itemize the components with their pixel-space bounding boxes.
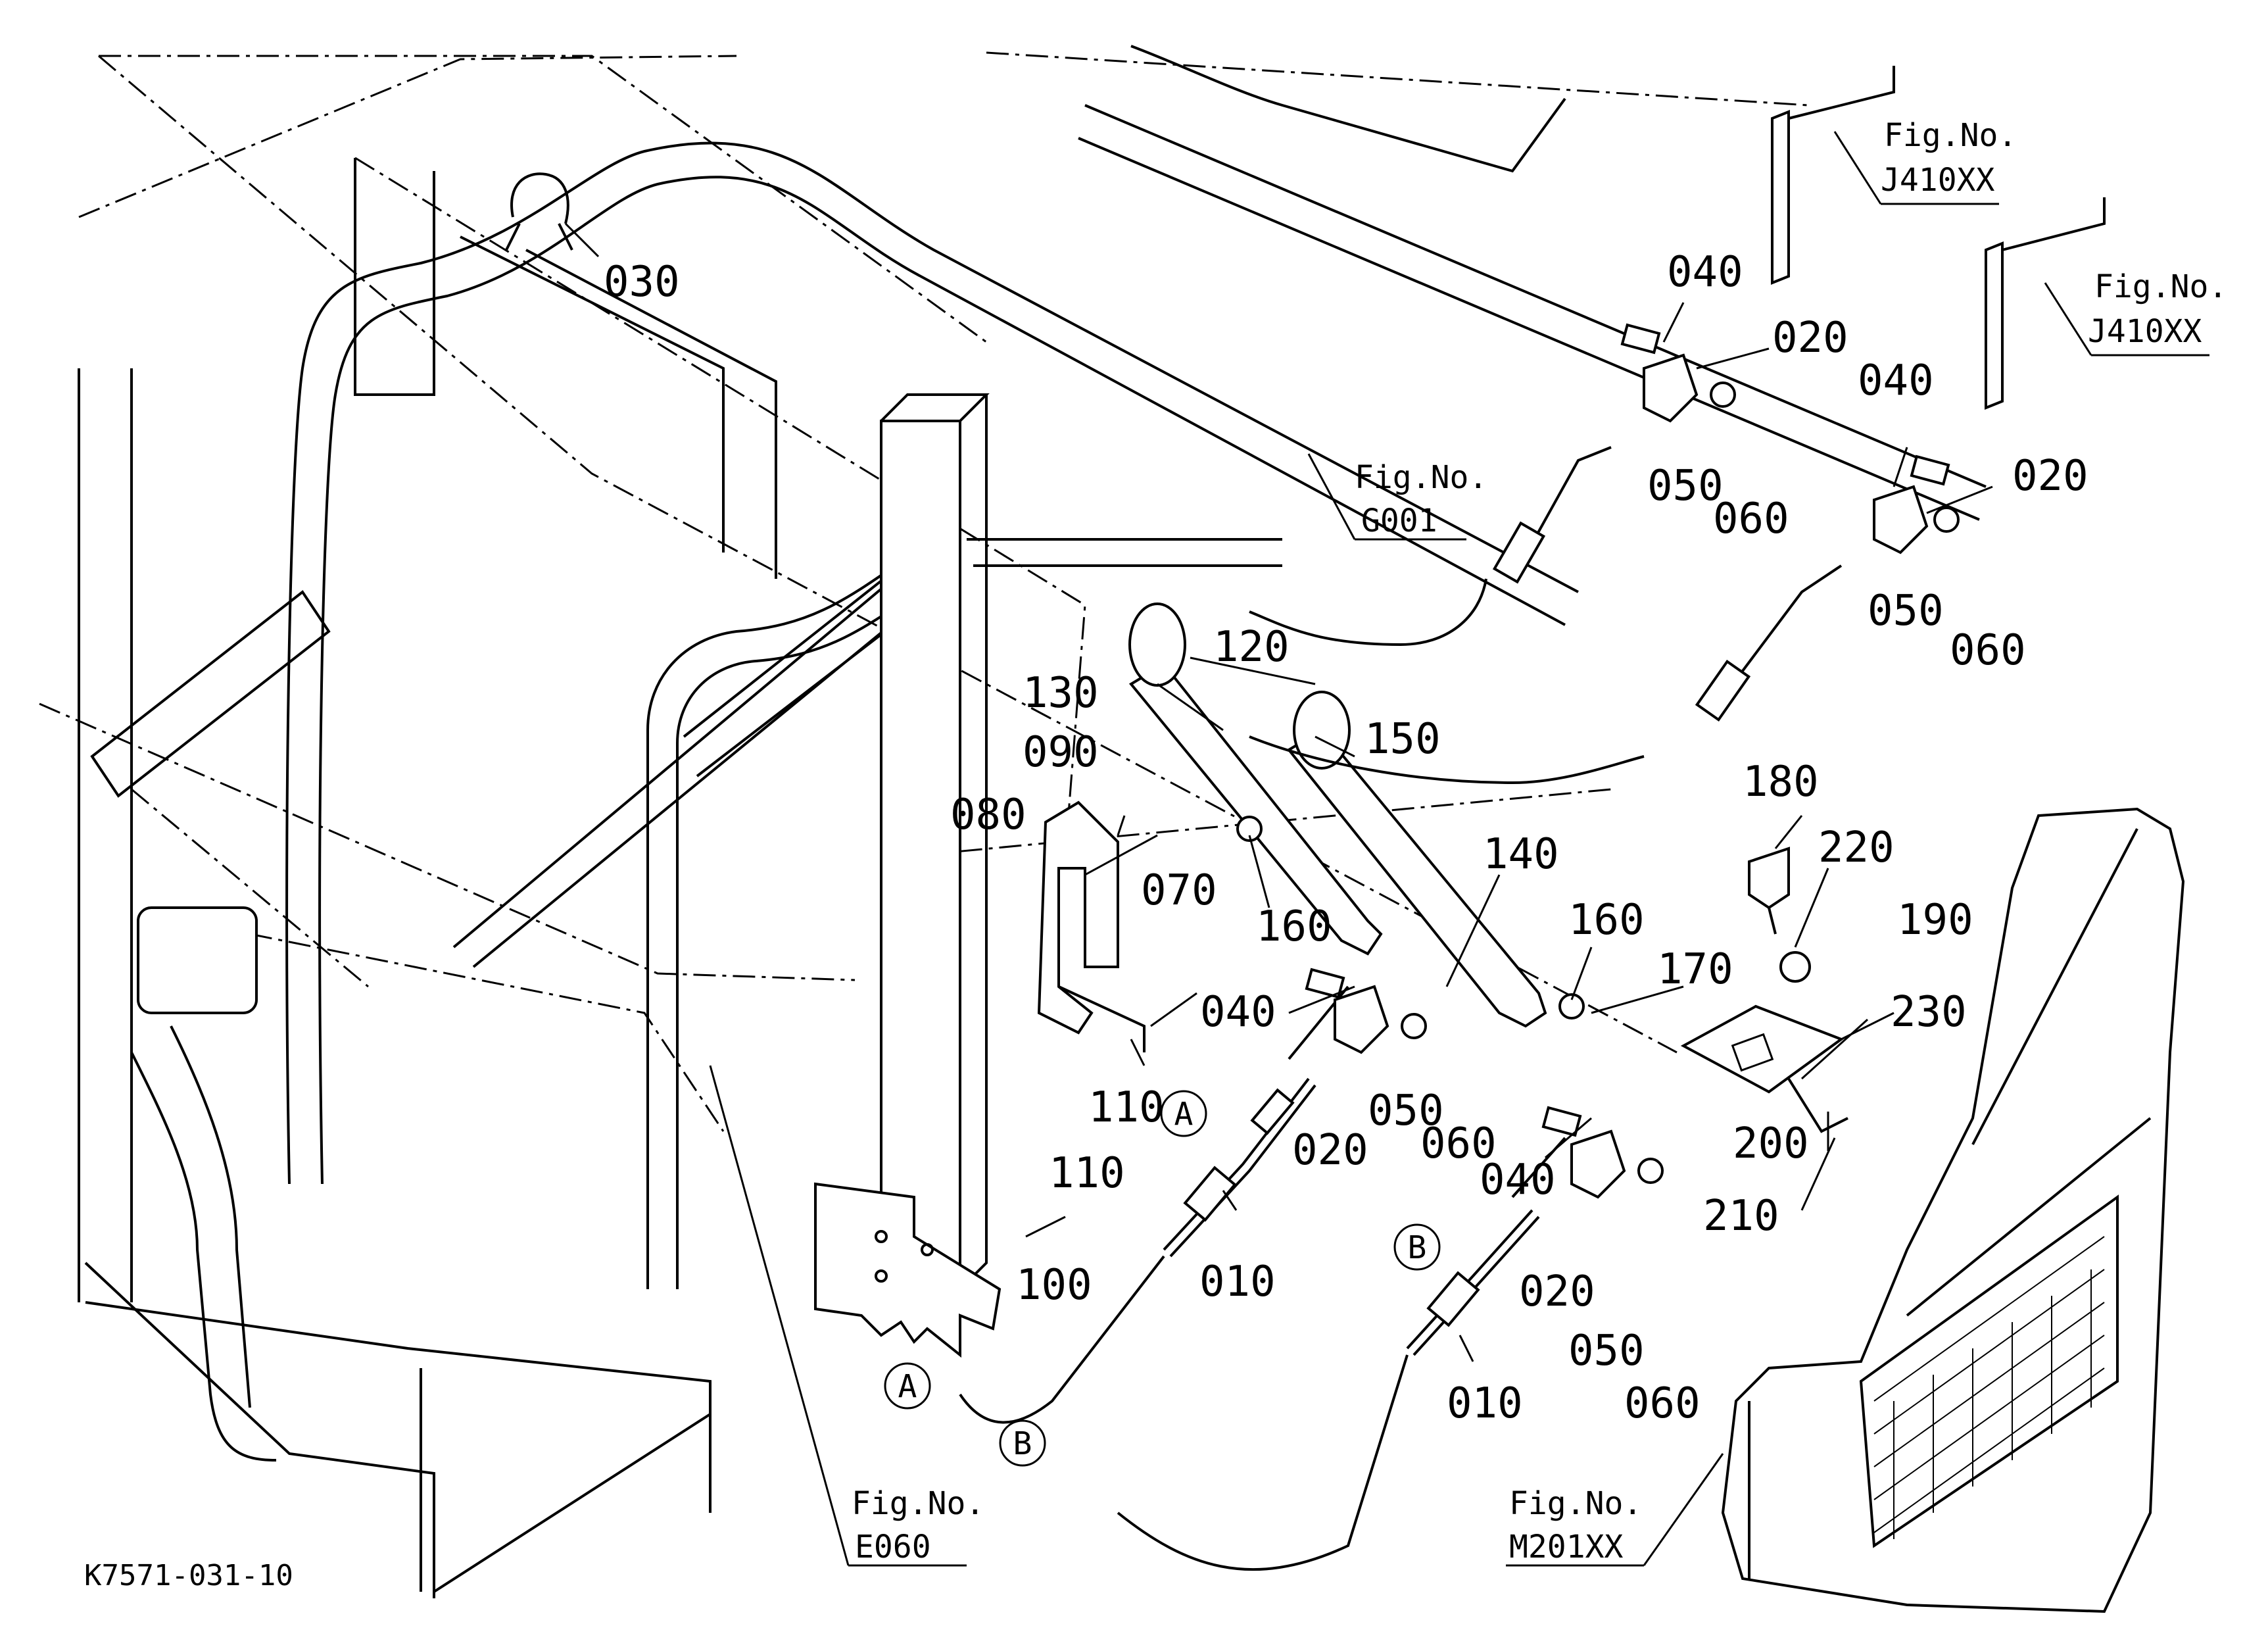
callout-020: 020 xyxy=(1772,314,1848,362)
callout-110: 110 xyxy=(1049,1149,1125,1198)
callout-040: 040 xyxy=(1480,1156,1556,1204)
callout-160: 160 xyxy=(1568,896,1645,945)
callout-010: 010 xyxy=(1447,1379,1523,1428)
marker-b: B xyxy=(1408,1229,1427,1266)
callout-120: 120 xyxy=(1213,623,1290,672)
callout-140: 140 xyxy=(1483,830,1559,879)
rollover-frame xyxy=(285,45,1987,1291)
callout-020: 020 xyxy=(1519,1267,1595,1316)
callout-230: 230 xyxy=(1891,988,1967,1037)
linkage-rods xyxy=(1771,66,2106,410)
fig-ref-code: J410XX xyxy=(2088,313,2202,350)
callout-180: 180 xyxy=(1743,758,1819,806)
drawing-code: K7571-031-10 xyxy=(84,1559,293,1592)
clamp-030 xyxy=(505,172,573,251)
callout-040: 040 xyxy=(1667,248,1743,297)
fig-ref-code: M201XX xyxy=(1509,1529,1623,1565)
callout-040: 040 xyxy=(1858,356,1934,405)
connection-markers: A B A B xyxy=(884,1090,1441,1467)
callout-210: 210 xyxy=(1703,1192,1779,1241)
fig-ref-prefix: Fig.No. xyxy=(852,1485,984,1522)
control-bracket xyxy=(814,1182,1001,1358)
fig-ref-prefix: Fig.No. xyxy=(1509,1485,1642,1522)
callout-190: 190 xyxy=(1897,896,1973,945)
callout-050: 050 xyxy=(1647,462,1724,510)
clevis-assemblies xyxy=(1236,323,1960,1199)
callout-100: 100 xyxy=(1016,1261,1092,1310)
fig-ref-code: E060 xyxy=(855,1529,931,1565)
callout-160: 160 xyxy=(1256,902,1332,951)
callout-030: 030 xyxy=(604,258,680,307)
fig-ref-prefix: Fig.No. xyxy=(2094,268,2227,305)
callout-200: 200 xyxy=(1733,1119,1809,1168)
fig-ref-code: J410XX xyxy=(1881,162,1994,199)
callout-020: 020 xyxy=(2012,452,2088,501)
callout-060: 060 xyxy=(1624,1379,1701,1428)
left-frame xyxy=(78,158,777,1598)
front-grille xyxy=(1721,807,2185,1613)
callout-170: 170 xyxy=(1657,945,1733,994)
callout-050: 050 xyxy=(1368,1087,1444,1135)
bracket-070 xyxy=(1037,800,1146,1052)
callout-060: 060 xyxy=(1420,1119,1497,1168)
marker-a: A xyxy=(1174,1096,1194,1133)
callout-labels: 010 010 020 020 020 020 030 040 040 040 … xyxy=(604,248,2088,1428)
marker-b: B xyxy=(1013,1425,1032,1462)
callout-130: 130 xyxy=(1023,669,1099,718)
callout-080: 080 xyxy=(950,791,1026,839)
callout-220: 220 xyxy=(1818,823,1894,872)
callout-110: 110 xyxy=(1088,1083,1165,1132)
callout-070: 070 xyxy=(1141,866,1217,915)
callout-020: 020 xyxy=(1292,1126,1368,1175)
fig-ref-code: G001 xyxy=(1361,503,1437,539)
callout-150: 150 xyxy=(1364,715,1441,764)
figure-references: Fig.No. J410XX Fig.No. J410XX Fig.No. G0… xyxy=(709,117,2227,1567)
knob-assembly xyxy=(1680,847,1848,1133)
shift-levers xyxy=(1128,602,1547,1028)
fig-ref-prefix: Fig.No. xyxy=(1355,459,1487,496)
control-cables xyxy=(959,446,1843,1571)
callout-040: 040 xyxy=(1200,988,1276,1037)
leader-lines xyxy=(564,222,1993,1362)
fig-ref-prefix: Fig.No. xyxy=(1884,117,2017,154)
marker-a: A xyxy=(898,1368,917,1405)
callout-060: 060 xyxy=(1950,626,2026,675)
callout-090: 090 xyxy=(1023,728,1099,777)
callout-050: 050 xyxy=(1568,1327,1645,1375)
callout-050: 050 xyxy=(1868,587,1944,635)
callout-010: 010 xyxy=(1199,1258,1276,1306)
callout-060: 060 xyxy=(1713,495,1789,543)
